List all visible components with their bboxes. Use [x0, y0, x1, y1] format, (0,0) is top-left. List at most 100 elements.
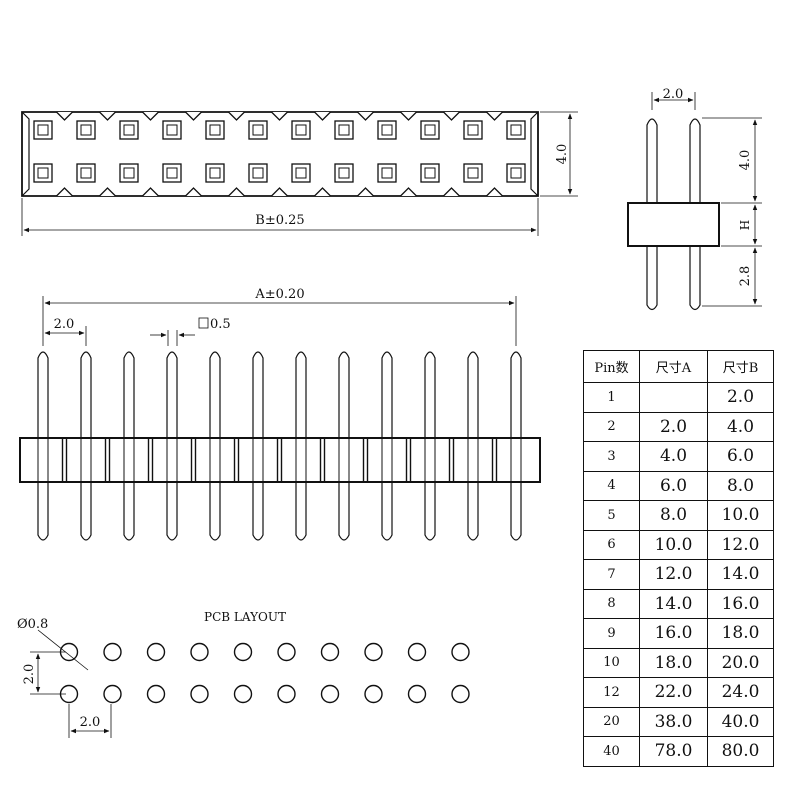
- top-notch: [357, 111, 374, 121]
- front-pin-in-body: [123, 437, 135, 483]
- pcb-hole: [277, 642, 296, 662]
- top-pin-square: [123, 124, 135, 136]
- dim-b-cell: 6.0: [707, 441, 774, 472]
- dim-a-cell: 16.0: [639, 618, 708, 649]
- top-notch: [228, 187, 245, 197]
- front-pin-in-body: [252, 437, 264, 483]
- top-length-dim: B±0.25: [255, 213, 304, 228]
- pin-count-cell: 12: [583, 677, 640, 708]
- pcb-hole: [451, 684, 470, 704]
- top-notch: [142, 111, 159, 121]
- pin-count-cell: 10: [583, 647, 640, 678]
- dim-b-cell: 12.0: [707, 529, 774, 560]
- pin-count-cell: 6: [583, 529, 640, 560]
- table-header-row: Pin数 尺寸A 尺寸B: [583, 350, 774, 383]
- side-upper-dim: 4.0: [738, 150, 753, 171]
- top-notch: [99, 111, 116, 121]
- front-pin-in-body: [467, 437, 479, 483]
- pin-count-cell: 1: [583, 382, 640, 413]
- pcb-hole: [233, 684, 253, 704]
- header-dim-a: 尺寸A: [639, 350, 708, 383]
- top-pin-square: [338, 124, 350, 136]
- top-view: 4.0 B±0.25: [21, 111, 578, 236]
- pcb-hole-dim: Ø0.8: [17, 617, 48, 632]
- pcb-layout: PCB LAYOUT Ø0.8 2.0 2.0: [17, 610, 470, 738]
- dim-a-cell: 12.0: [639, 559, 708, 590]
- top-notch: [271, 187, 288, 197]
- top-pin-square: [37, 124, 49, 136]
- top-notch: [99, 187, 116, 197]
- top-pin-square: [510, 167, 522, 179]
- top-pin-square: [295, 167, 307, 179]
- top-notch: [228, 111, 245, 121]
- dim-b-cell: 2.0: [707, 382, 774, 413]
- pcb-hole: [320, 642, 340, 662]
- pcb-hole: [364, 642, 383, 662]
- front-pin-in-body: [209, 437, 221, 483]
- dim-b-cell: 18.0: [707, 618, 774, 649]
- dim-a-cell: 4.0: [639, 441, 708, 472]
- front-pin-in-body: [424, 437, 436, 483]
- top-pin-square: [295, 124, 307, 136]
- dim-a-cell: 10.0: [639, 529, 708, 560]
- header-dim-b: 尺寸B: [707, 350, 774, 383]
- top-height-dim: 4.0: [555, 144, 570, 165]
- side-body-dim: H: [738, 220, 752, 230]
- pin-count-cell: 2: [583, 411, 640, 442]
- dim-b-cell: 40.0: [707, 706, 774, 737]
- pin-count-cell: 20: [583, 706, 640, 737]
- top-end-notch: [21, 111, 30, 197]
- dim-b-cell: 24.0: [707, 677, 774, 708]
- side-pitch-dim: 2.0: [663, 87, 684, 102]
- top-notch: [56, 111, 73, 121]
- top-pin-square: [510, 124, 522, 136]
- dim-a-cell: 18.0: [639, 647, 708, 678]
- top-notch: [185, 111, 202, 121]
- top-pin-square: [381, 167, 393, 179]
- pcb-hole: [407, 642, 427, 662]
- top-notch: [56, 187, 73, 197]
- pin-count-cell: 40: [583, 736, 640, 767]
- side-lower-dim: 2.8: [738, 266, 753, 287]
- top-pin-square: [424, 167, 436, 179]
- front-body: [19, 437, 541, 483]
- dim-a-cell: 38.0: [639, 706, 708, 737]
- top-pin-square: [37, 167, 49, 179]
- dim-b-cell: 80.0: [707, 736, 774, 767]
- front-pin-in-body: [80, 437, 92, 483]
- side-body: [627, 202, 720, 247]
- header-pin-count: Pin数: [583, 350, 640, 383]
- dim-b-cell: 10.0: [707, 500, 774, 531]
- pcb-row-pitch-dim: 2.0: [22, 664, 37, 685]
- dim-a-cell: 8.0: [639, 500, 708, 531]
- dim-b-cell: 14.0: [707, 559, 774, 590]
- top-notch: [314, 187, 331, 197]
- dim-a-cell: [639, 382, 708, 413]
- front-pin-size-dim: 0.5: [210, 317, 231, 332]
- top-notch: [486, 111, 503, 121]
- dim-b-cell: 4.0: [707, 411, 774, 442]
- dim-b-cell: 20.0: [707, 647, 774, 678]
- top-notch: [443, 187, 460, 197]
- pin-count-cell: 4: [583, 470, 640, 501]
- front-pin-in-body: [37, 437, 49, 483]
- dim-a-cell: 14.0: [639, 588, 708, 619]
- top-notch: [400, 111, 417, 121]
- dim-a-cell: 2.0: [639, 411, 708, 442]
- pin-count-cell: 7: [583, 559, 640, 590]
- top-pin-square: [166, 167, 178, 179]
